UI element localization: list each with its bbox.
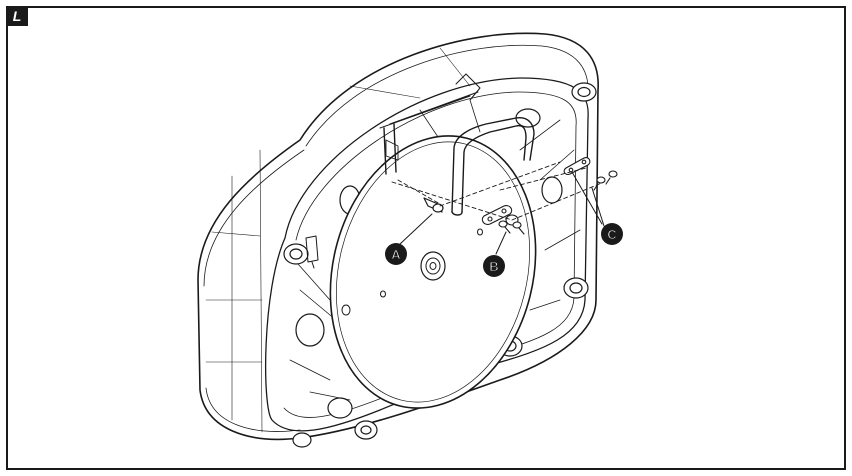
callout-c: C — [601, 223, 623, 245]
leader-lines — [399, 171, 605, 255]
figure-frame — [6, 6, 846, 470]
callout-a: A — [385, 243, 407, 265]
screws-c — [563, 157, 618, 191]
assembly-guides — [391, 161, 605, 221]
screws-b — [498, 220, 525, 235]
handle-bracket — [379, 73, 535, 216]
callout-a-label: A — [391, 247, 401, 262]
housing-inner-rim — [265, 77, 589, 432]
callout-b: B — [483, 255, 505, 277]
motor-plate — [329, 135, 537, 409]
figure-label: L — [6, 6, 28, 26]
callout-b-label: B — [489, 259, 498, 274]
internal-ribs — [289, 99, 581, 401]
side-clip — [305, 235, 319, 269]
callout-c-label: C — [607, 227, 617, 242]
housing-outer — [197, 32, 599, 441]
